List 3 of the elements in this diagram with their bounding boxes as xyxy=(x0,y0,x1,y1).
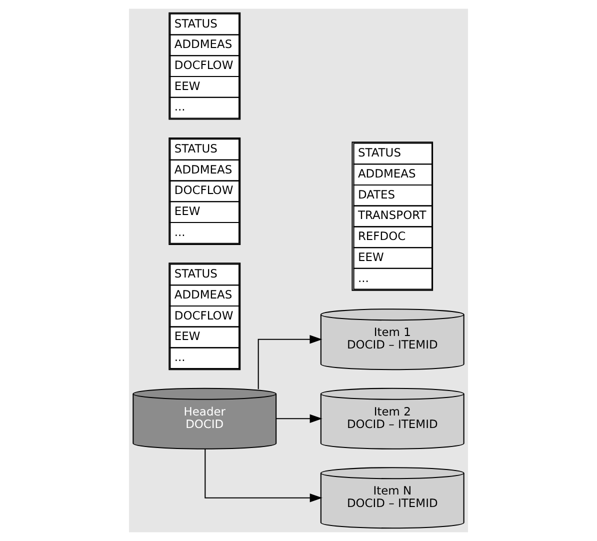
arrow xyxy=(204,449,322,502)
arrow xyxy=(276,414,322,423)
arrow xyxy=(258,334,322,390)
